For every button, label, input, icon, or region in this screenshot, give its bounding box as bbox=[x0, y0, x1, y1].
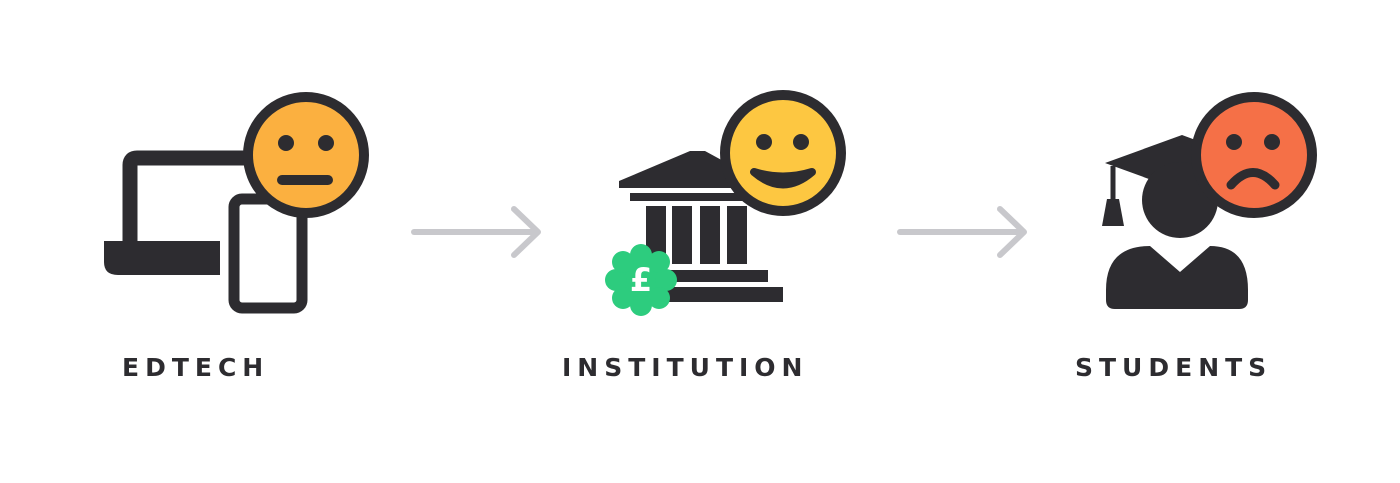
stage-label-edtech: EDTECH bbox=[122, 353, 270, 382]
pound-symbol: £ bbox=[630, 261, 652, 299]
stage-label-institution: INSTITUTION bbox=[562, 353, 809, 382]
pound-badge-icon: £ bbox=[605, 244, 677, 316]
arrow-icon bbox=[411, 206, 541, 258]
neutral-face-icon bbox=[243, 92, 369, 218]
happy-face-icon bbox=[720, 90, 846, 216]
sad-face-icon bbox=[1191, 92, 1317, 218]
stage-label-students: STUDENTS bbox=[1075, 353, 1273, 382]
arrow-icon bbox=[897, 206, 1027, 258]
